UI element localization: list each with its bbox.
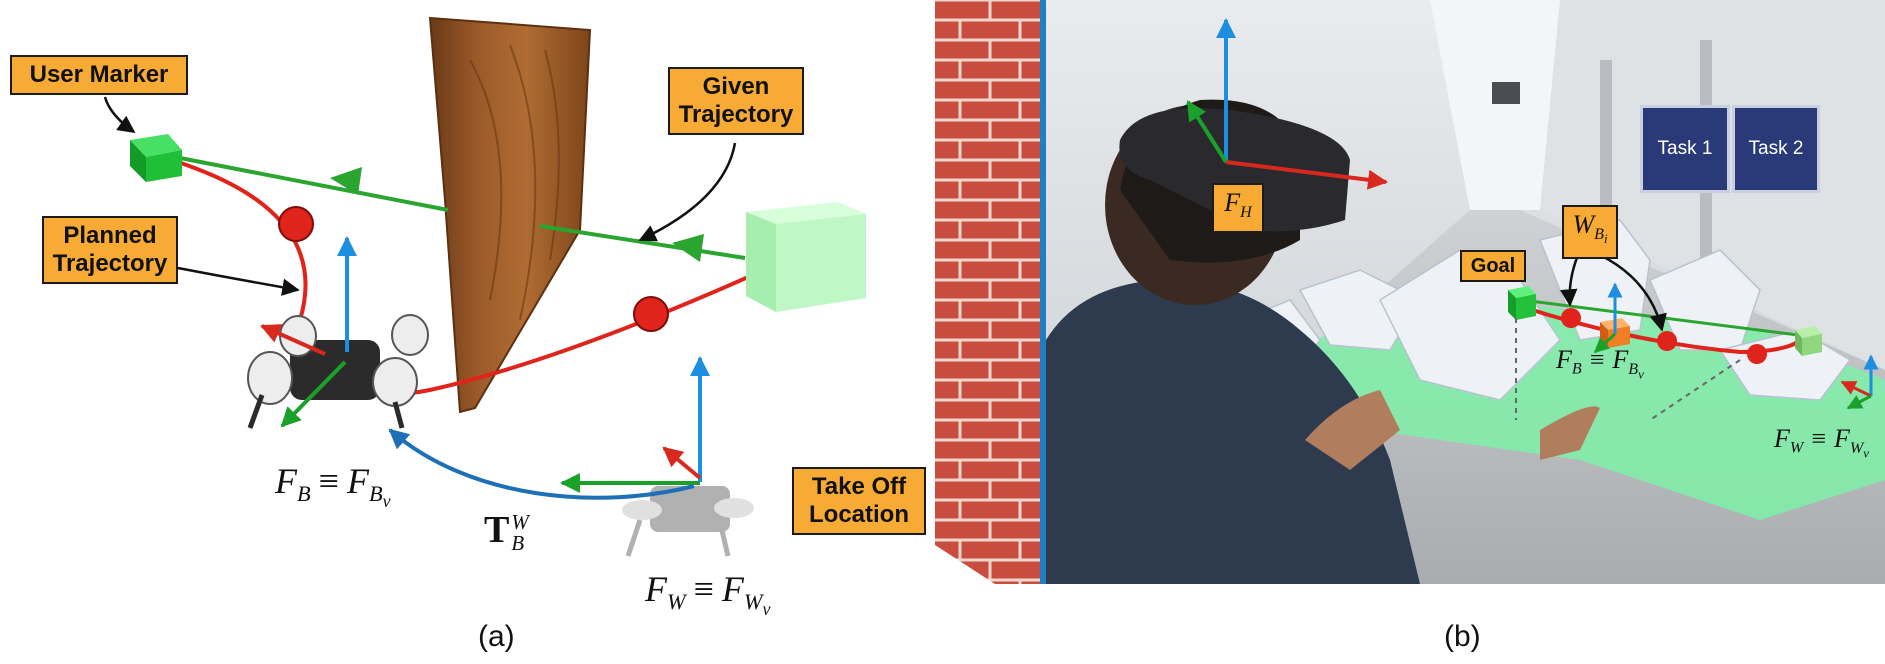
body-x-axis [260, 324, 326, 356]
ar-waypoint [1561, 308, 1581, 328]
headset-icon [1119, 108, 1350, 232]
user-marker-cube [130, 134, 182, 182]
planned-trajectory-leader [177, 266, 300, 296]
planned-trajectory-label-line1: Planned [63, 222, 157, 249]
takeoff-drone-icon [622, 486, 754, 557]
headset-y-axis [1186, 100, 1228, 164]
user-marker-label: User Marker [29, 61, 169, 88]
ar-waypoint [1657, 331, 1677, 351]
given-trajectory-path [179, 156, 449, 212]
body-frame-label: FB≡FBv [275, 461, 391, 512]
task-1-button[interactable]: Task 1 [1640, 105, 1730, 193]
given-goal-cube [746, 202, 866, 312]
panel-b [935, 0, 1885, 584]
photo-border [1040, 0, 1046, 584]
given-trajectory-arrowhead [330, 167, 362, 195]
waypoint-callout: WBi [1562, 205, 1618, 260]
user-marker-leader [103, 96, 136, 134]
planned-waypoint [278, 206, 314, 242]
headset-frame-callout: FH [1212, 183, 1264, 234]
take-off-label-line2: Location [809, 501, 909, 528]
brick-wall [935, 0, 1040, 584]
take-off-location-callout: Take Off Location [792, 467, 926, 535]
ar-body-frame-label: FB≡FBv [1556, 345, 1644, 382]
floor-overlay [1180, 300, 1885, 520]
planned-trajectory-callout: Planned Trajectory [42, 216, 178, 284]
goal-label: Goal [1470, 255, 1516, 277]
planned-waypoint [633, 296, 669, 332]
task-2-button[interactable]: Task 2 [1732, 105, 1820, 193]
ar-waypoint [1747, 344, 1767, 364]
panel-a [103, 16, 866, 557]
task-1-label: Task 1 [1657, 138, 1713, 159]
body-y-axis [280, 360, 347, 428]
given-trajectory-leader [638, 142, 737, 242]
take-off-label-line1: Take Off [811, 473, 907, 500]
ar-world-frame-label: FW≡FWv [1774, 424, 1870, 461]
task-2-label: Task 2 [1748, 138, 1804, 159]
transform-arrow [388, 428, 695, 500]
headset-x-axis [1225, 160, 1388, 190]
wooden-board [428, 16, 592, 414]
world-x-axis [662, 446, 702, 480]
given-trajectory-label-line2: Trajectory [678, 101, 794, 128]
waypoint-leader [1599, 253, 1667, 332]
user-marker-callout: User Marker [10, 55, 188, 95]
world-frame-label: FW≡FWv [645, 569, 771, 620]
planned-trajectory-label-line2: Trajectory [52, 250, 168, 277]
given-trajectory-callout: Given Trajectory [668, 67, 804, 135]
panel-b-caption: (b) [1444, 620, 1481, 653]
given-trajectory-label-line1: Given [702, 73, 770, 100]
ar-user-marker-cube [1795, 326, 1822, 356]
goal-callout: Goal [1460, 250, 1526, 282]
panel-a-caption: (a) [478, 620, 515, 653]
ar-goal-cube [1508, 286, 1536, 320]
